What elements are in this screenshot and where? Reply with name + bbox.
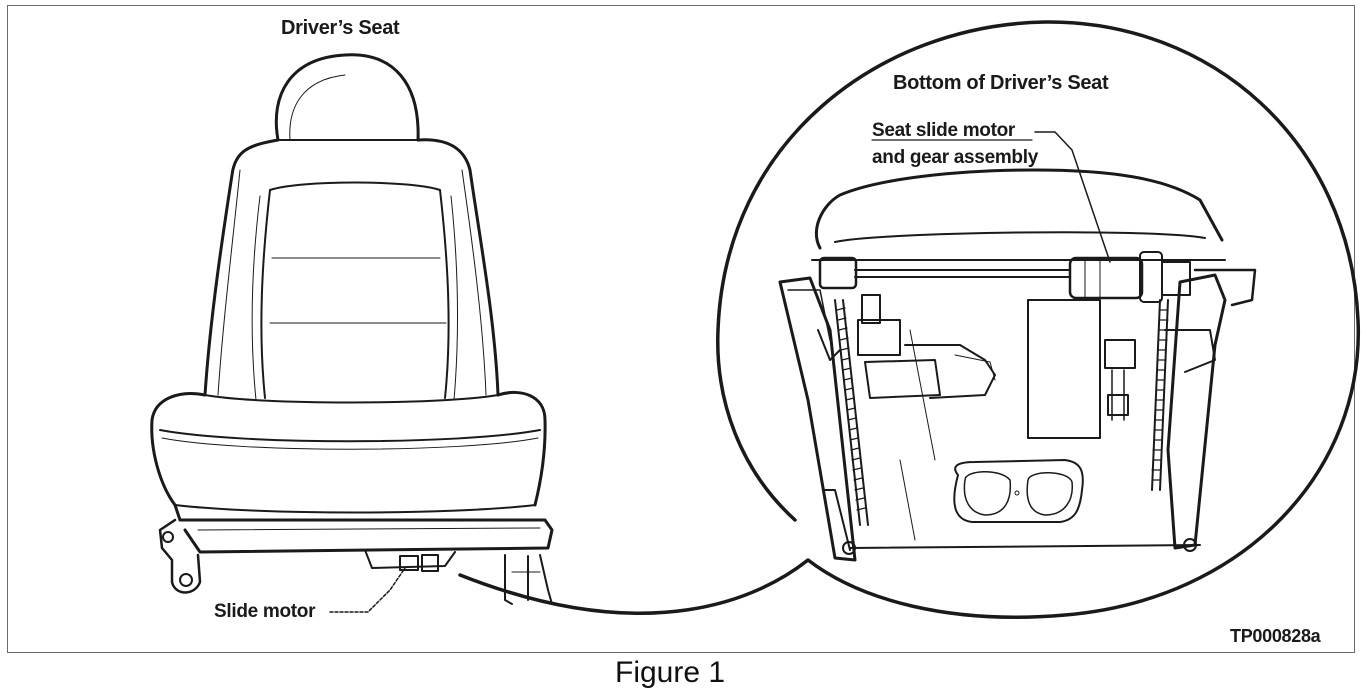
figure-caption: Figure 1	[615, 656, 726, 689]
drivers-seat-label: Driver’s Seat	[281, 17, 400, 39]
bottom-of-seat-label: Bottom of Driver’s Seat	[893, 72, 1109, 94]
seat-slide-motor-label-line2: and gear assembly	[872, 147, 1038, 168]
slide-motor-leader-line	[329, 567, 406, 613]
slide-motor-label: Slide motor	[214, 601, 316, 622]
figure-frame	[7, 5, 1355, 653]
callout-bubble	[458, 20, 1360, 619]
drivers-seat-drawing	[150, 53, 554, 605]
motor-leader-line	[1034, 131, 1111, 263]
seat-slide-motor-label-line1: Seat slide motor	[872, 120, 1016, 141]
seat-bottom-drawing	[778, 168, 1257, 562]
figure-code-label: TP000828a	[1230, 626, 1321, 646]
seat-illustration	[150, 20, 1360, 619]
